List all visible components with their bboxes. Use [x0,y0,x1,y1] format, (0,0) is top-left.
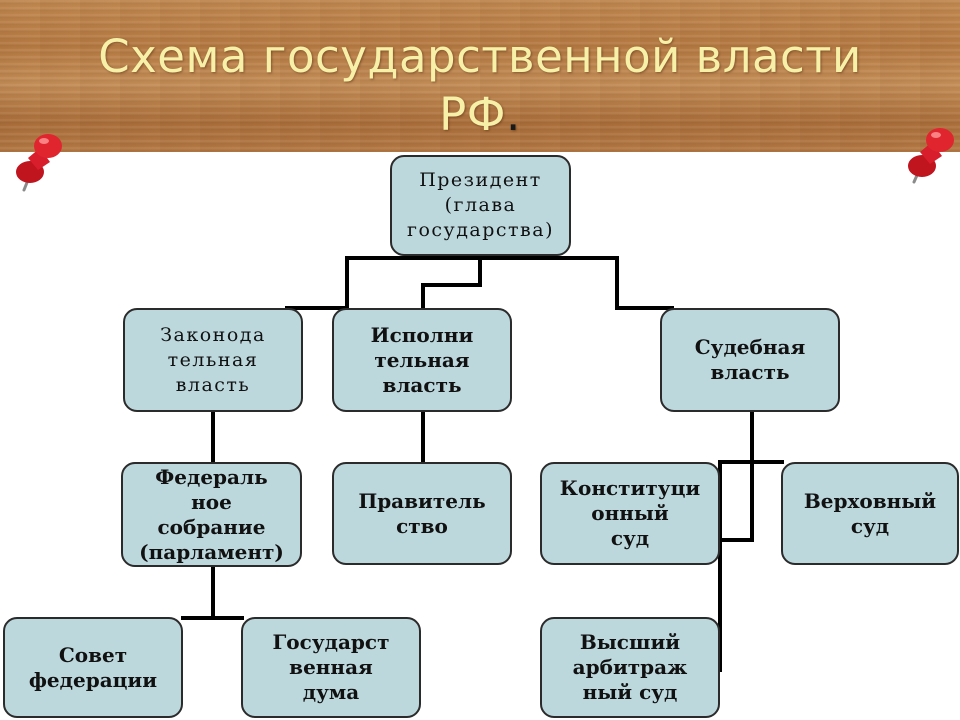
page-title: Схема государственной власти РФ. [30,28,930,144]
node-constitutional-court-label: Конституци онный суд [559,476,701,550]
node-federal-assembly: Федераль ное собрание (парламент) [121,462,302,567]
title-line-2-text: РФ [439,88,507,141]
node-arbitration-court-label: Высший арбитраж ный суд [572,630,688,704]
connector-president-judicial [478,256,674,310]
node-legislative-label: Законода тельная власть [160,323,266,396]
connector-judicial-courts [718,409,784,542]
connector-president-executive [421,256,482,310]
pushpin-icon [16,134,62,192]
node-judicial: Судебная власть [660,308,840,412]
node-government: Правитель ство [332,462,512,565]
wood-banner [0,0,960,152]
node-executive-label: Исполни тельная власть [370,322,474,397]
node-state-duma: Государст венная дума [241,617,421,718]
node-supreme-court: Верховный суд [781,462,959,565]
node-constitutional-court: Конституци онный суд [540,462,720,565]
node-government-label: Правитель ство [358,488,486,538]
node-executive: Исполни тельная власть [332,308,512,412]
node-president-label: Президент (глава государства) [407,169,554,241]
title-line-1: Схема государственной власти [98,30,862,83]
connector-president-legislative [285,253,482,310]
node-federation-council: Совет федерации [3,617,183,718]
node-president: Президент (глава государства) [390,155,571,256]
node-state-duma-label: Государст венная дума [272,630,390,704]
node-federal-assembly-label: Федераль ное собрание (парламент) [139,464,284,564]
pushpin-icon [908,128,954,184]
title-line-2: РФ. [30,86,930,144]
node-judicial-label: Судебная власть [694,335,806,384]
title-dot: . [506,88,521,141]
connector-assembly-chambers [181,564,244,620]
node-arbitration-court: Высший арбитраж ный суд [540,617,720,718]
node-legislative: Законода тельная власть [123,308,303,412]
node-supreme-court-label: Верховный суд [803,488,937,538]
node-federation-council-label: Совет федерации [28,642,158,692]
